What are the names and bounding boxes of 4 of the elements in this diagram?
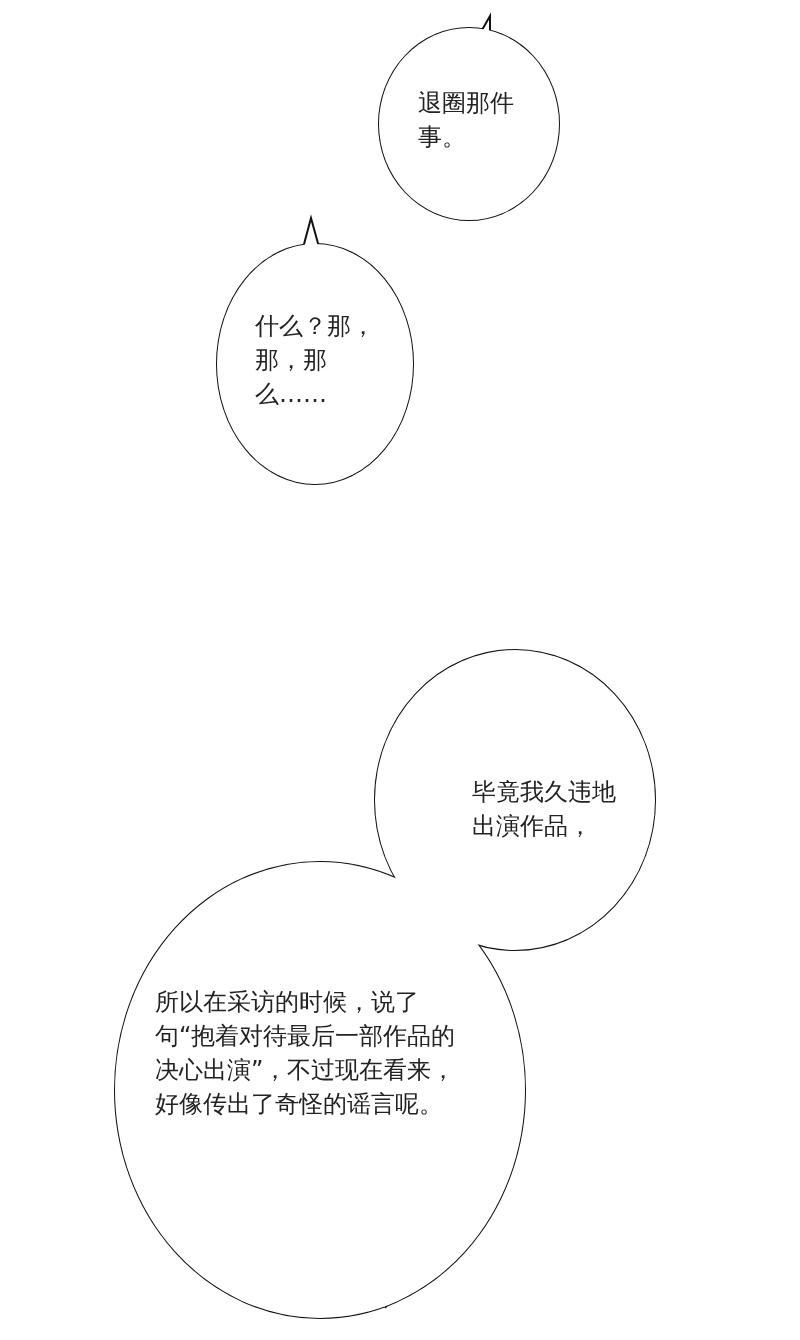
dialogue-text: 退圈那件事。	[418, 88, 515, 153]
dialogue-text: 毕竟我久违地出演作品，	[472, 777, 617, 842]
dialogue-text: 什么？那，那，那么……	[255, 311, 376, 410]
dialogue-text: 所以在采访的时候，说了句“抱着对待最后一部作品的决心出演”，不过现在看来，好像传出了奇怪的谣言呢。	[155, 987, 457, 1120]
